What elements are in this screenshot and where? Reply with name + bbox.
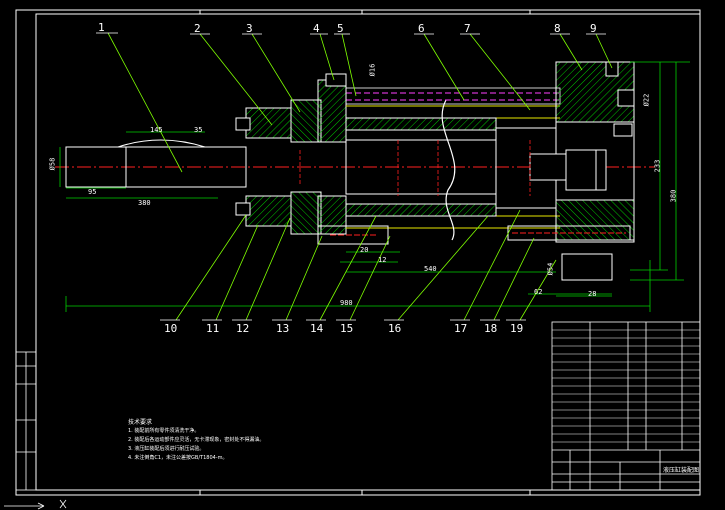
front-gland (235, 99, 322, 235)
part-number-8: 8 (554, 22, 561, 35)
dim-left-stub: 95 (88, 188, 97, 196)
ucs-icon (4, 499, 67, 510)
title-block-rows (552, 329, 700, 443)
dim-ref-a: 145 (150, 126, 163, 134)
dim-ref-b: 35 (194, 126, 203, 134)
part-number-6: 6 (418, 22, 425, 35)
cylinder-barrel (345, 105, 560, 229)
part-number-18: 18 (484, 322, 498, 335)
dim-small-d: Ø54 (546, 262, 555, 276)
break-line (441, 99, 456, 241)
dim-dia-left: Ø58 (48, 157, 57, 171)
dim-overall-length: 980 (340, 299, 353, 307)
part-number-5: 5 (337, 22, 344, 35)
part-number-7: 7 (464, 22, 471, 35)
dim-small-e: 62 (534, 288, 543, 296)
part-number-11: 11 (206, 322, 220, 335)
tech-note-line: 3. 液压缸装配后须进行耐压试验。 (128, 446, 205, 452)
rear-head (529, 61, 635, 281)
dim-small-c: Ø16 (368, 63, 377, 77)
part-number-1: 1 (98, 21, 105, 34)
part-centers (299, 140, 531, 196)
inner-frame (35, 13, 701, 491)
part-number-14: 14 (310, 322, 324, 335)
tech-note-line: 1. 装配前所有零件须清洗干净。 (128, 428, 200, 434)
leader-underlines (96, 32, 606, 321)
dim-small-f: 28 (588, 290, 597, 298)
frame-ticks (199, 10, 531, 495)
tech-notes-heading: 技术要求 (128, 419, 153, 426)
dim-height-right: 233 (653, 159, 662, 173)
dim-center-len: 540 (424, 265, 437, 273)
left-strip (15, 351, 37, 491)
tech-notes: 技术要求 1. 装配前所有零件须清洗干净。 2. 装配后各运动部件应灵活，无卡滞… (128, 418, 264, 463)
part-number-13: 13 (276, 322, 290, 335)
dim-small-a: 20 (360, 246, 369, 254)
part-number-3: 3 (246, 22, 253, 35)
part-number-9: 9 (590, 22, 597, 35)
part-number-19: 19 (510, 322, 524, 335)
dimension-lines (59, 61, 690, 312)
part-number-10: 10 (164, 322, 178, 335)
title-block-title: 液压缸装配图 (663, 467, 700, 474)
tube-cover (345, 87, 561, 105)
part-number-17: 17 (454, 322, 468, 335)
oil-tube (346, 92, 560, 101)
inner-rod (345, 127, 557, 209)
part-number-2: 2 (194, 22, 201, 35)
end-cap (317, 73, 347, 235)
tech-note-line: 4. 未注倒角C1，未注公差按GB/T1804-m。 (128, 455, 228, 461)
dim-small-g: Ø22 (642, 93, 651, 107)
part-number-4: 4 (313, 22, 320, 35)
part-number-12: 12 (236, 322, 250, 335)
tech-note-line: 2. 装配后各运动部件应灵活，无卡滞现象，密封处不得漏油。 (128, 437, 265, 443)
part-number-16: 16 (388, 322, 402, 335)
leader-lines (107, 32, 613, 321)
piston-rod (65, 139, 247, 188)
dim-height-far: 380 (669, 189, 678, 203)
dim-small-b: 12 (378, 256, 387, 264)
part-number-15: 15 (340, 322, 354, 335)
dim-shaft-length: 380 (138, 199, 151, 207)
